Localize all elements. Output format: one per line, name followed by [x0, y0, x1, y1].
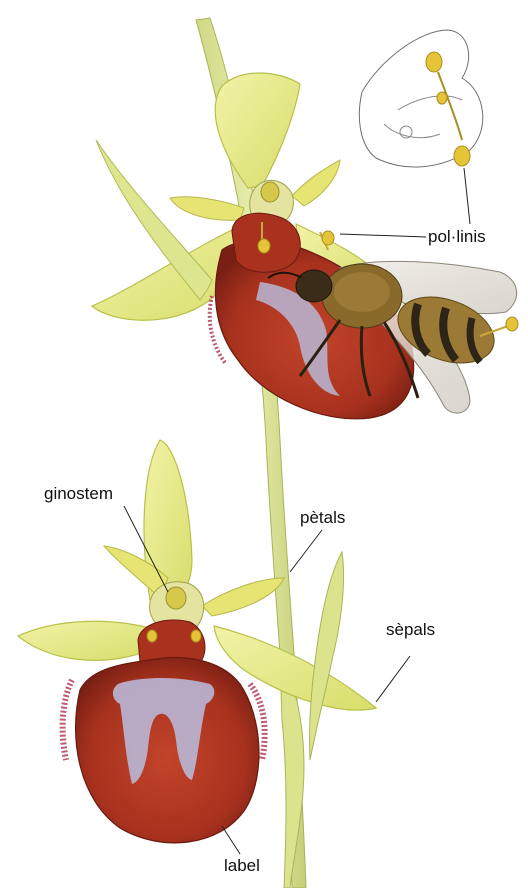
lower-left-sepal	[18, 621, 150, 660]
upper-right-petal	[292, 160, 340, 206]
lower-right-petal	[202, 578, 284, 616]
label-ginostem: ginostem	[44, 484, 113, 504]
label-sepals: sèpals	[386, 620, 435, 640]
label-pollinis: pol·linis	[428, 227, 486, 247]
label-lip: label	[224, 856, 260, 876]
leader-sepals	[376, 656, 410, 702]
leader-label	[222, 826, 240, 854]
sketch-pollinium	[454, 146, 470, 166]
leader-pollinis-sketch	[464, 168, 470, 224]
upper-flower	[92, 73, 414, 419]
leader-petals	[290, 530, 322, 572]
leader-pollinis	[340, 234, 426, 237]
upper-dorsal-sepal	[215, 73, 300, 188]
bee-head	[296, 270, 332, 302]
label-petals: pètals	[300, 508, 345, 528]
upper-left-petal	[170, 197, 244, 221]
column-detail-sketch	[359, 30, 482, 167]
lower-right-leaf	[309, 552, 343, 760]
